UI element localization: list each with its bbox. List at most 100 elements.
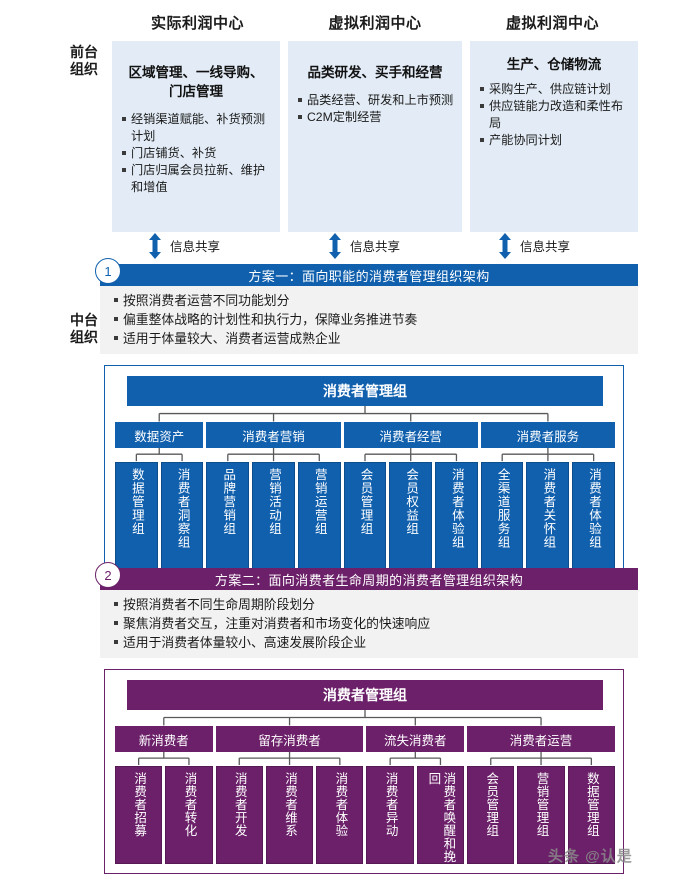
org-group-node[interactable]: 流失消费者 (366, 726, 465, 752)
profit-center-title-1: 实际利润中心 (150, 15, 244, 32)
list-item: 偏重整体战略的计划性和执行力，保障业务推进节奏 (114, 310, 630, 329)
org-leaf-node[interactable]: 消费者开发 (215, 766, 263, 864)
org-group-node[interactable]: 数据资产 (115, 422, 204, 448)
front-card-2: 品类研发、买手和经营 品类经营、研发和上市预测 C2M定制经营 (288, 41, 462, 232)
plan-2-banner: 方案二：面向消费者生命周期的消费者管理组织架构 (100, 568, 638, 590)
org-leaf-label: 消费者开发 (232, 772, 247, 837)
front-card-3-list: 采购生产、供应链计划 供应链能力改造和柔性布局 产能协同计划 (470, 81, 638, 149)
org-group-row: 数据资产 消费者营销消费者经营 消费者服务 (115, 422, 615, 448)
org-group-node[interactable]: 新消费者 (115, 726, 213, 752)
org-leaf-node[interactable]: 消费者体验组 (572, 462, 615, 574)
list-item: 门店归属会员拉新、维护和增值 (122, 162, 272, 196)
list-item: 聚焦消费者交互，注重对消费者和市场变化的快速响应 (114, 614, 630, 633)
list-item: 品类经营、研发和上市预测 (298, 92, 454, 109)
org-leaf-node[interactable]: 消费者体验 (316, 766, 364, 864)
double-arrow-icon (329, 233, 341, 259)
org-leaf-label: 全渠道服务组 (495, 468, 510, 549)
info-share-label: 信息共享 (350, 240, 401, 254)
list-item: C2M定制经营 (298, 109, 454, 126)
org-leaf-node[interactable]: 消费者关怀组 (526, 462, 570, 574)
plan-1-org-chart: 消费者管理组 数据资产 消费者营销消费者经营 消费者服务 数据管理组 消费者洞察组品牌… (104, 365, 624, 587)
org-leaf-node[interactable]: 消费者招募 (115, 766, 163, 864)
org-group-node[interactable]: 消费者经营 (343, 422, 478, 448)
front-office-label: 前台 组织 (62, 44, 106, 78)
org-leaf-label: 消费者异动 (383, 772, 398, 837)
front-card-1: 区域管理、一线导购、门店管理 经销渠道赋能、补货预测计划 门店铺货、补货 门店归… (112, 41, 280, 232)
org-leaf-node[interactable]: 会员管理组 (343, 462, 387, 574)
list-item: 适用于消费者体量较小、高速发展阶段企业 (114, 633, 630, 652)
list-item: 按照消费者运营不同功能划分 (114, 291, 630, 310)
profit-center-title-2: 虚拟利润中心 (328, 15, 422, 32)
middle-office-label-line2: 组织 (70, 329, 98, 345)
middle-office-label-line1: 中台 (70, 312, 98, 328)
org-leaf-node[interactable]: 消费者体验组 (435, 462, 478, 574)
org-group-node[interactable]: 消费者运营 (467, 726, 615, 752)
org-leaf-node[interactable]: 消费者异动 (366, 766, 414, 864)
profit-center-titles: 实际利润中心 虚拟利润中心 虚拟利润中心 (110, 12, 640, 38)
org-root-label: 消费者管理组 (323, 383, 407, 399)
front-office-label-line2: 组织 (70, 61, 98, 77)
org-leaf-label: 消费者转化 (182, 772, 197, 837)
list-item: 采购生产、供应链计划 (480, 81, 630, 98)
org-leaf-node[interactable]: 会员管理组 (467, 766, 515, 864)
org-leaf-node[interactable]: 品牌营销组 (206, 462, 250, 574)
org-group-label: 留存消费者 (258, 733, 321, 748)
org-leaf-label: 数据管理组 (129, 468, 144, 536)
profit-center-title-3: 虚拟利润中心 (505, 15, 599, 32)
org-group-node[interactable]: 消费者营销 (206, 422, 341, 448)
org-leaf-node[interactable]: 消费者洞察组 (160, 462, 204, 574)
org-leaf-row: 消费者招募 消费者转化 消费者开发 消费者维系 消费者体验 消费者异动 消费者唤醒和挽回会员… (115, 766, 615, 864)
org-leaf-label: 消费者唤醒和挽回 (426, 772, 456, 863)
plan-2-bullets: 按照消费者不同生命周期阶段划分 聚焦消费者交互，注重对消费者和市场变化的快速响应… (100, 590, 638, 658)
org-leaf-node[interactable]: 数据管理组 (115, 462, 158, 574)
org-group-label: 消费者服务 (516, 429, 580, 444)
list-item: 经销渠道赋能、补货预测计划 (122, 111, 272, 145)
front-card-3: 生产、仓储物流 采购生产、供应链计划 供应链能力改造和柔性布局 产能协同计划 (470, 41, 638, 232)
org-leaf-label: 消费者维系 (283, 772, 298, 837)
org-leaf-label: 消费者体验 (333, 772, 348, 837)
front-card-3-heading: 生产、仓储物流 (506, 57, 602, 72)
org-leaf-label: 营销管理组 (534, 772, 549, 837)
org-group-label: 数据资产 (134, 429, 185, 444)
plan-2-org-chart: 消费者管理组 新消费者留存消费者流失消费者消费者运营 消费者招募消费者转化消费者… (104, 669, 624, 874)
org-leaf-label: 数据管理组 (584, 772, 599, 837)
front-office-label-line1: 前台 (70, 44, 98, 60)
org-leaf-node[interactable]: 消费者唤醒和挽回 (416, 766, 465, 864)
list-item: 供应链能力改造和柔性布局 (480, 98, 630, 132)
double-arrow-icon (499, 233, 511, 259)
org-leaf-node[interactable]: 全渠道服务组 (480, 462, 524, 574)
org-group-row: 新消费者 留存消费者 流失消费者 消费者运营 (115, 726, 615, 752)
org-leaf-label: 会员管理组 (484, 772, 499, 837)
org-leaf-label: 消费者关怀组 (541, 468, 556, 549)
org-group-label: 消费者运营 (509, 733, 573, 748)
plan-1-bullets: 按照消费者运营不同功能划分 偏重整体战略的计划性和执行力，保障业务推进节奏 适用… (100, 286, 638, 354)
front-card-2-heading: 品类研发、买手和经营 (307, 65, 443, 80)
org-leaf-node[interactable]: 营销管理组 (517, 766, 565, 864)
front-card-1-list: 经销渠道赋能、补货预测计划 门店铺货、补货 门店归属会员拉新、维护和增值 (112, 111, 280, 196)
front-office-section: 实际利润中心 虚拟利润中心 虚拟利润中心 前台 组织 区域管理、一线导购、门店管… (0, 0, 688, 259)
org-group-node[interactable]: 消费者服务 (480, 422, 615, 448)
org-leaf-label: 消费者体验组 (587, 468, 602, 549)
plan-1-banner: 方案一：面向职能的消费者管理组织架构 (100, 264, 638, 286)
org-leaf-label: 品牌营销组 (221, 468, 236, 536)
front-card-1-heading: 区域管理、一线导购、门店管理 (128, 65, 264, 99)
org-leaf-row: 数据管理组 消费者洞察组 品牌营销组 营销活动组营销运营组会员管理组会员权益组 消费者体… (115, 462, 615, 574)
org-leaf-node[interactable]: 消费者转化 (165, 766, 213, 864)
org-leaf-node[interactable]: 消费者维系 (265, 766, 314, 864)
org-root-node: 消费者管理组 (127, 680, 603, 710)
org-leaf-node[interactable]: 数据管理组 (567, 766, 615, 864)
plan-1-banner-text: 方案一：面向职能的消费者管理组织架构 (248, 268, 490, 284)
org-leaf-node[interactable]: 营销活动组 (252, 462, 295, 574)
org-leaf-node[interactable]: 营销运营组 (297, 462, 341, 574)
front-card-2-list: 品类经营、研发和上市预测 C2M定制经营 (288, 92, 462, 126)
org-group-label: 新消费者 (138, 733, 189, 748)
org-leaf-label: 营销活动组 (267, 468, 282, 536)
org-leaf-node[interactable]: 会员权益组 (389, 462, 433, 574)
org-group-node[interactable]: 留存消费者 (215, 726, 364, 752)
watermark: 头条 @认是 (548, 848, 633, 865)
list-item: 适用于体量较大、消费者运营成熟企业 (114, 329, 630, 348)
org-leaf-label: 消费者招募 (132, 772, 147, 837)
plan-1-number-badge: 1 (95, 258, 121, 284)
org-leaf-label: 消费者体验组 (449, 468, 464, 549)
